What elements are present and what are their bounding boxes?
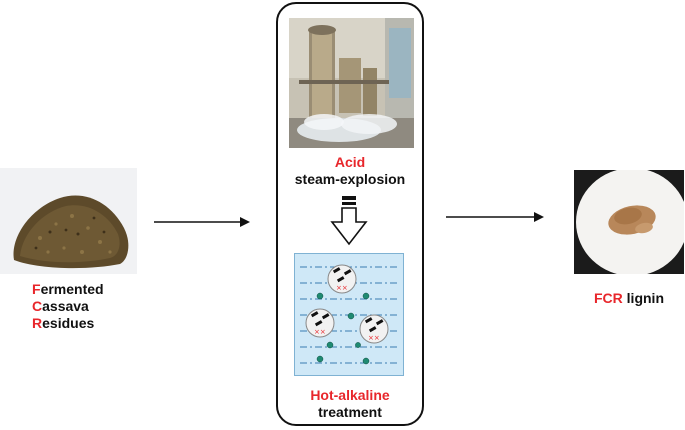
- svg-text:××: ××: [368, 334, 380, 342]
- svg-text:××: ××: [336, 284, 348, 292]
- output-label: FCR lignin: [574, 290, 684, 307]
- step2-text: treatment: [318, 404, 382, 420]
- input-label: Fermented Cassava Residues: [22, 281, 132, 332]
- step2-highlight: Hot-alkaline: [310, 387, 390, 403]
- svg-text:××: ××: [314, 328, 326, 336]
- cassava-residue-photo: [0, 168, 137, 274]
- input-line-3: Residues: [32, 315, 95, 331]
- input-line-2: Cassava: [32, 298, 89, 314]
- step1-text: steam-explosion: [294, 171, 406, 187]
- input-line-1: Fermented: [32, 281, 104, 297]
- down-arrow: [330, 196, 368, 246]
- step1-label: Acid steam-explosion: [276, 154, 424, 188]
- alkaline-tank: ×× ×× ××: [294, 253, 404, 376]
- arrow-to-product: [446, 212, 544, 222]
- output-highlight: FCR: [594, 290, 623, 306]
- steam-explosion-photo: [289, 18, 414, 148]
- arrow-to-process: [154, 217, 250, 227]
- output-text: lignin: [622, 290, 664, 306]
- step1-highlight: Acid: [334, 154, 366, 170]
- step2-label: Hot-alkaline treatment: [276, 387, 424, 421]
- process-box: [276, 2, 424, 426]
- lignin-powder-photo: [574, 168, 685, 276]
